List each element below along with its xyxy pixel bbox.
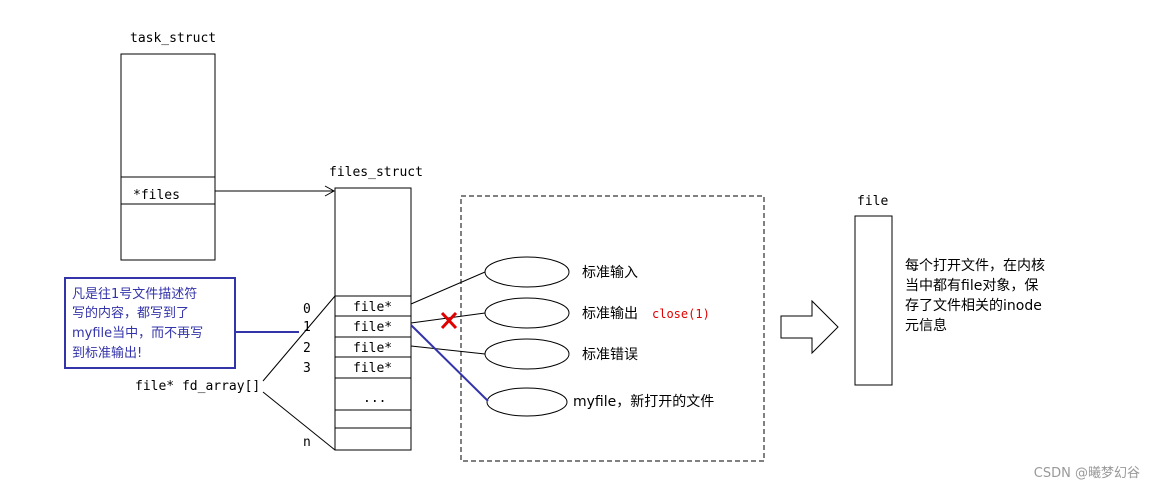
myfile-file-node — [486, 387, 568, 417]
callout-line-4: 到标准输出! — [72, 345, 142, 361]
fd-array-label: file* fd_array[] — [135, 379, 260, 394]
fd-slot-0-value: file* — [353, 300, 392, 315]
fd-index-n: n — [303, 435, 311, 450]
fd-array-brace-lines — [262, 295, 336, 451]
callout-line-3: myfile当中，而不再写 — [72, 326, 203, 341]
block-arrow-icon — [780, 299, 839, 355]
callout-line-2: 写的内容，都写到了 — [72, 305, 189, 321]
files-struct-title: files_struct — [329, 165, 423, 180]
stdout-file-node — [484, 297, 570, 329]
files-pointer-arrow — [215, 185, 336, 197]
file-desc-line-3: 存了文件相关的inode — [905, 298, 1042, 314]
watermark: CSDN @曦梦幻谷 — [1034, 465, 1140, 481]
fd-index-2: 2 — [303, 341, 311, 356]
redirect-line — [410, 324, 489, 402]
task-struct-title: task_struct — [130, 31, 216, 46]
myfile-label: myfile，新打开的文件 — [573, 393, 714, 410]
stderr-file-node — [484, 338, 570, 370]
callout-box — [64, 277, 299, 369]
file-object-title: file — [857, 194, 888, 209]
fd-index-1: 1 — [303, 320, 311, 335]
close-x-icon — [440, 311, 458, 330]
fd-index-0: 0 — [303, 302, 311, 317]
fd-slot-1-value: file* — [353, 320, 392, 335]
file-desc-line-4: 元信息 — [905, 317, 947, 334]
fd-index-3: 3 — [303, 361, 311, 376]
files-pointer-field: *files — [133, 188, 180, 203]
fd-slot-2-value: file* — [353, 341, 392, 356]
stderr-label: 标准错误 — [582, 347, 638, 363]
stdout-label: 标准输出 — [582, 306, 638, 322]
close-1-note: close(1) — [652, 307, 710, 321]
stdin-label: 标准输入 — [582, 265, 638, 281]
fd-to-file-lines — [410, 271, 486, 355]
fd-slot-ellipsis: ... — [363, 391, 386, 406]
stdin-file-node — [484, 256, 570, 288]
task-struct-box — [120, 53, 216, 261]
files-struct-box — [334, 187, 412, 451]
fd-slot-3-value: file* — [353, 361, 392, 376]
file-desc-line-1: 每个打开文件，在内核 — [905, 257, 1045, 274]
file-desc-line-2: 当中都有file对象，保 — [905, 278, 1038, 294]
callout-line-1: 凡是往1号文件描述符 — [72, 286, 197, 302]
open-files-region — [460, 195, 765, 462]
file-object-box — [854, 215, 893, 386]
